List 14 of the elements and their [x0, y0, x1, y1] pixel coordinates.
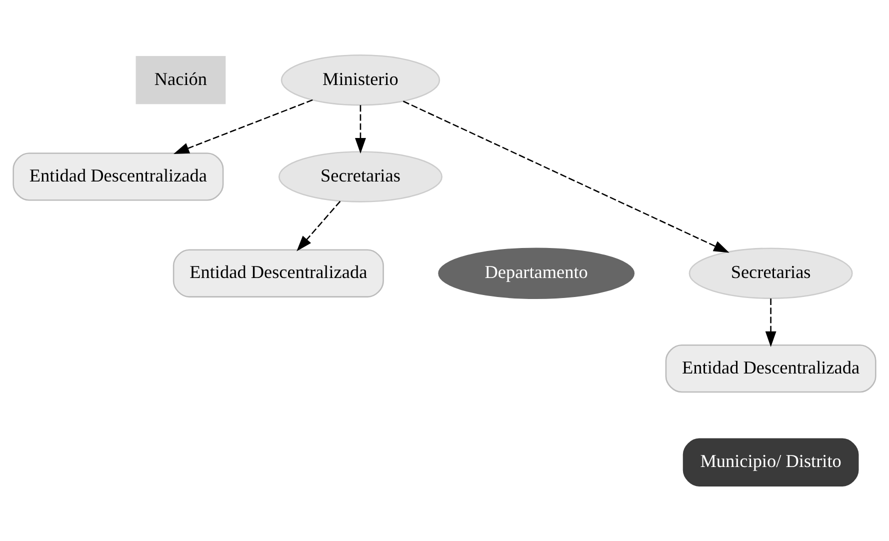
node-box: Entidad Descentralizada: [172, 249, 384, 298]
arrow: [174, 99, 313, 154]
node-ellipse: Secretarias: [688, 248, 853, 299]
arrow: [355, 105, 366, 154]
node-ellipse: Secretarias: [278, 151, 442, 202]
arrow: [296, 200, 341, 252]
node-box: Municipio/ Distrito: [682, 438, 859, 486]
node-box: Entidad Descentralizada: [12, 152, 224, 201]
node-box: Entidad Descentralizada: [665, 344, 876, 393]
arrow: [402, 100, 730, 253]
node-box: Nación: [136, 56, 226, 104]
arrow: [765, 298, 776, 348]
node-ellipse: Ministerio: [280, 54, 440, 106]
node-ellipse: Departamento: [438, 248, 635, 299]
